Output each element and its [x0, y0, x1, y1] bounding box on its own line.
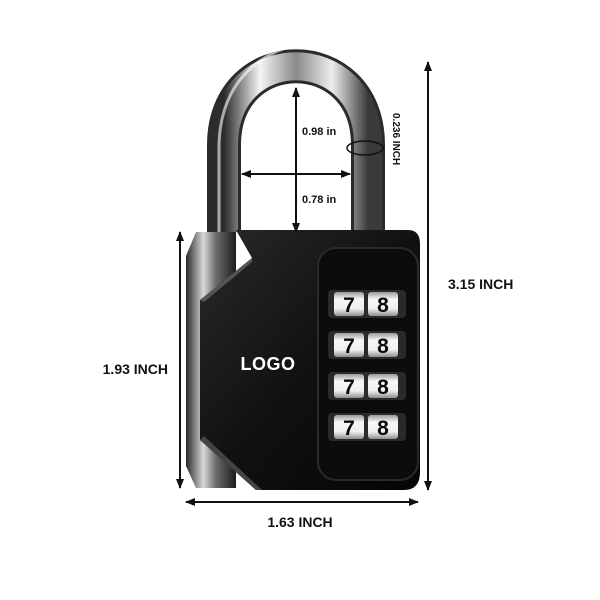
dial-wheel[interactable] [368, 374, 398, 398]
dial-digit: 7 [343, 294, 355, 317]
dial-wheel[interactable] [334, 415, 364, 439]
label-shackle-width: 0.78 in [302, 194, 337, 206]
dial-wheel[interactable] [334, 374, 364, 398]
dial-digit: 8 [377, 376, 389, 399]
label-shackle-clearance: 0.98 in [302, 126, 337, 138]
dial-wheel[interactable] [368, 333, 398, 357]
dial-digit: 7 [343, 376, 355, 399]
dimension-lines [176, 61, 432, 506]
dial-wheel[interactable] [334, 333, 364, 357]
dial-wheel[interactable] [368, 292, 398, 316]
dial-digit: 7 [343, 335, 355, 358]
dial-digit: 7 [343, 417, 355, 440]
dial-wheel[interactable] [334, 292, 364, 316]
shackle [207, 43, 385, 232]
label-body-height: 1.93 INCH [103, 361, 168, 377]
dial-wheel[interactable] [368, 415, 398, 439]
label-body-width: 1.63 INCH [267, 514, 332, 530]
dial-digit: 8 [377, 294, 389, 317]
label-total-height: 3.15 INCH [448, 276, 513, 292]
dim-shackle-diameter-ring [346, 140, 384, 156]
dial-digit: 8 [377, 335, 389, 358]
dial-digit: 8 [377, 417, 389, 440]
label-shackle-diameter: 0.236 INCH [390, 113, 401, 165]
logo-text: LOGO [241, 354, 296, 374]
lock-body [186, 230, 420, 490]
